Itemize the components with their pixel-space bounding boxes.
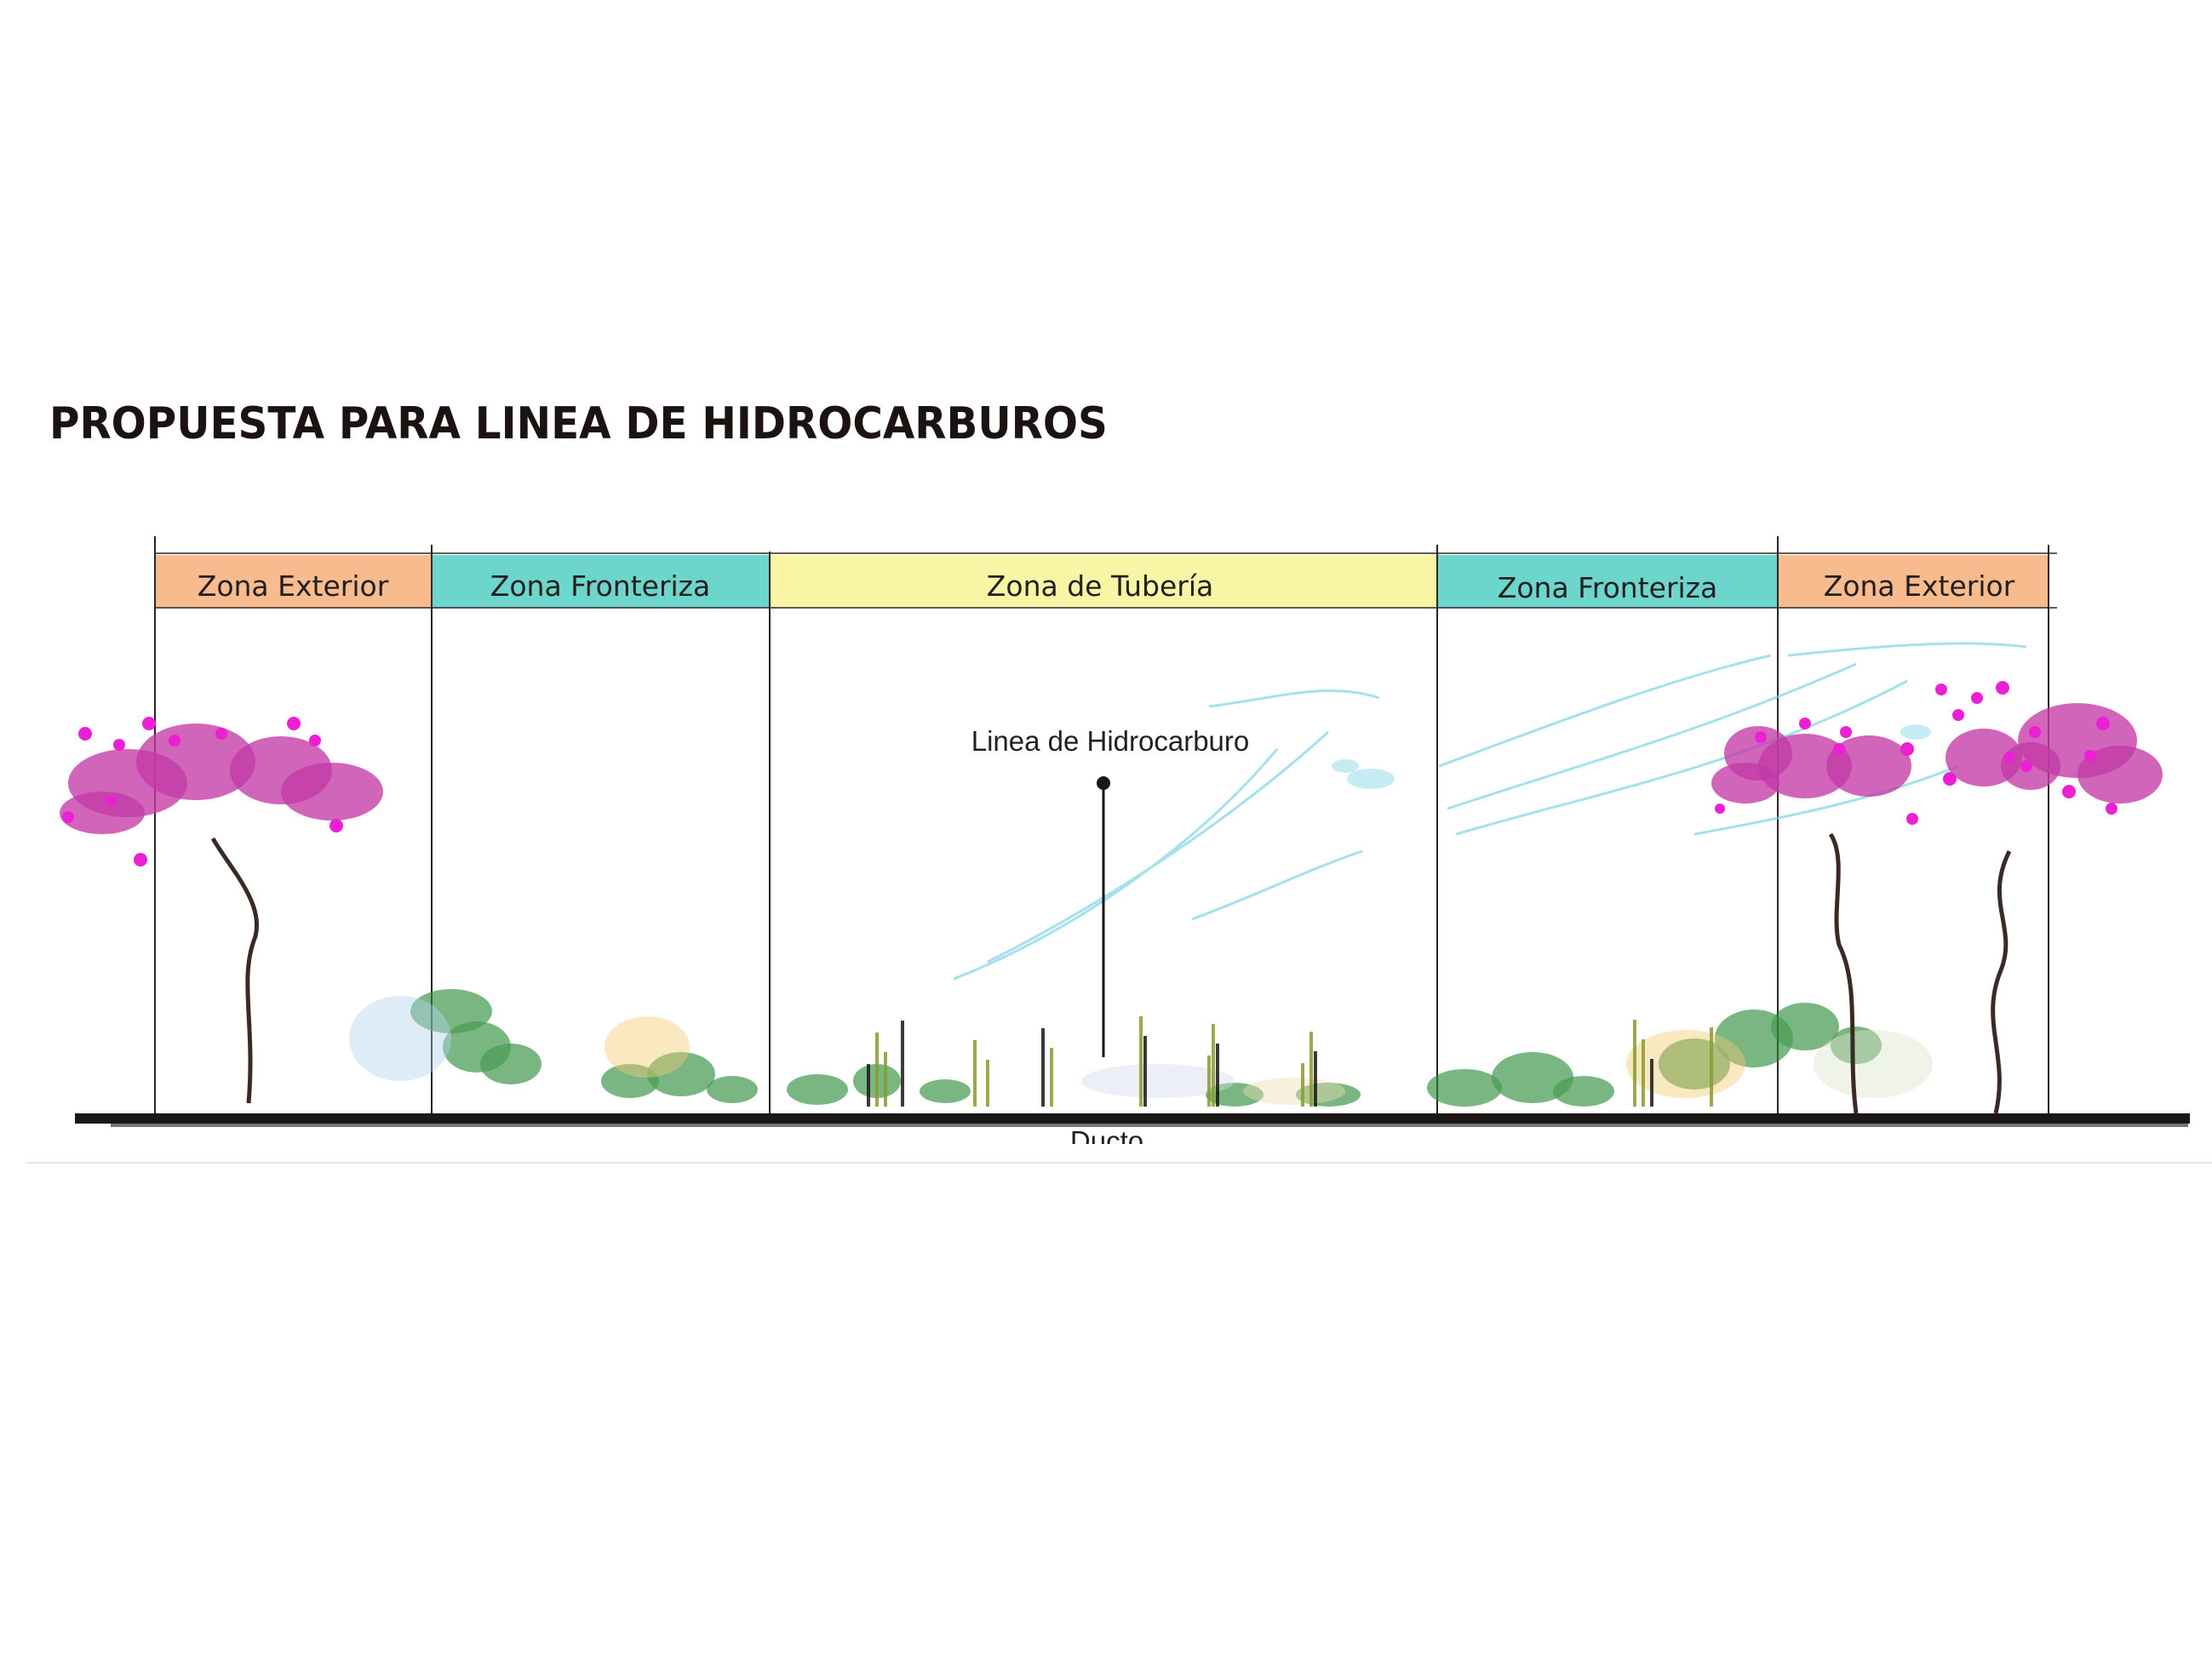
blossom-dot [134, 853, 147, 867]
tree-canopy [1711, 763, 1779, 804]
shrub [601, 1064, 659, 1098]
tree-right-1 [1711, 718, 1957, 1114]
blossom-dot [2003, 752, 2015, 764]
blossom-dot [1952, 709, 1964, 721]
shrub [1427, 1069, 1502, 1107]
tree-canopy [1826, 735, 1911, 797]
tree-canopy [2077, 746, 2163, 804]
shrub [480, 1044, 542, 1084]
blossom-dot [330, 819, 343, 832]
zone-bar-exterior-right [1778, 555, 2049, 608]
tree-trunk [1828, 832, 1859, 1114]
pipeline-label: Linea de Hidrocarburo [971, 725, 1250, 757]
ground-line [75, 1113, 2190, 1127]
ground-label-group: Ducto [1070, 1125, 1143, 1157]
zone-label-fronteriza-right: Zona Fronteriza [1498, 571, 1717, 604]
blossom-dot [106, 795, 116, 805]
zone-label-tuberia: Zona de Tubería [987, 569, 1213, 603]
shrub [1771, 1003, 1839, 1050]
blossom-dot [78, 727, 92, 741]
blossom-dot [1900, 742, 1914, 756]
tree-canopy [60, 792, 145, 834]
blossom-dot [309, 735, 321, 747]
shrub [1206, 1083, 1264, 1107]
tree-canopy [1758, 734, 1852, 798]
blossom-dot [62, 811, 74, 823]
blossom-dot [2029, 726, 2041, 738]
tree-trunk [210, 837, 259, 1104]
zone-label-exterior-left: Zona Exterior [198, 569, 389, 603]
shrub [1492, 1052, 1573, 1103]
pipeline-marker-dot [1097, 776, 1110, 790]
blossom-dot [142, 717, 156, 730]
blossom-dot [1840, 726, 1852, 738]
blossom-dot [1715, 804, 1725, 814]
pipeline-callout: Linea de Hidrocarburo [971, 725, 1250, 1057]
grasses [867, 1016, 1713, 1107]
ground-label: Ducto [1070, 1125, 1143, 1157]
tree-canopy [281, 763, 383, 821]
blossom-dot [287, 717, 301, 730]
tree-trunk [1991, 850, 2012, 1114]
blossom-dot [1833, 743, 1845, 755]
zone-bar-tuberia [770, 555, 1437, 608]
shrub [1553, 1076, 1614, 1107]
blossom-dot [2062, 785, 2076, 798]
blossom-dot [2096, 717, 2110, 730]
tree-canopy [136, 724, 255, 800]
blossom-dot [113, 739, 125, 751]
blossom-dot [1935, 684, 1947, 695]
blossom-dot [2106, 803, 2117, 815]
shrubs [349, 989, 1933, 1107]
blossom-dot [1755, 731, 1767, 743]
blossom-dot [215, 728, 227, 740]
blossom-dot [2020, 760, 2032, 772]
blossom-dot [1996, 681, 2009, 695]
sky-wash-blots [1332, 724, 1931, 789]
wash-blot [1814, 1030, 1933, 1098]
zone-bar-fronteriza-right [1437, 555, 1778, 608]
wash-blot [605, 1016, 690, 1078]
wash-blot [1626, 1030, 1745, 1098]
tree-left [60, 717, 383, 1104]
shrub [920, 1079, 971, 1103]
blossom-dot [1971, 692, 1983, 704]
shrub [707, 1076, 758, 1103]
tree-right-2 [1935, 681, 2163, 1114]
wash-blot [1081, 1064, 1235, 1098]
zone-label-fronteriza-left: Zona Fronteriza [490, 569, 710, 603]
zone-header: Zona Exterior Zona Fronteriza Zona de Tu… [155, 555, 2049, 608]
zone-bar-fronteriza-left [432, 555, 770, 608]
shrub [1831, 1027, 1882, 1064]
blossom-dot [1906, 813, 1918, 825]
blossom-dot [169, 735, 181, 747]
zone-bar-exterior-left [155, 555, 432, 608]
wash-blot [349, 996, 451, 1081]
wash-blot [1243, 1078, 1345, 1105]
shrub [787, 1074, 848, 1105]
sky-wash [953, 642, 2027, 981]
zone-label-exterior-right: Zona Exterior [1824, 569, 2015, 603]
blossom-dot [1943, 772, 1957, 786]
blossom-dot [1799, 718, 1811, 729]
page-title: PROPUESTA PARA LINEA DE HIDROCARBUROS [49, 398, 1108, 449]
blossom-dot [2084, 750, 2096, 762]
shrub [647, 1052, 715, 1096]
